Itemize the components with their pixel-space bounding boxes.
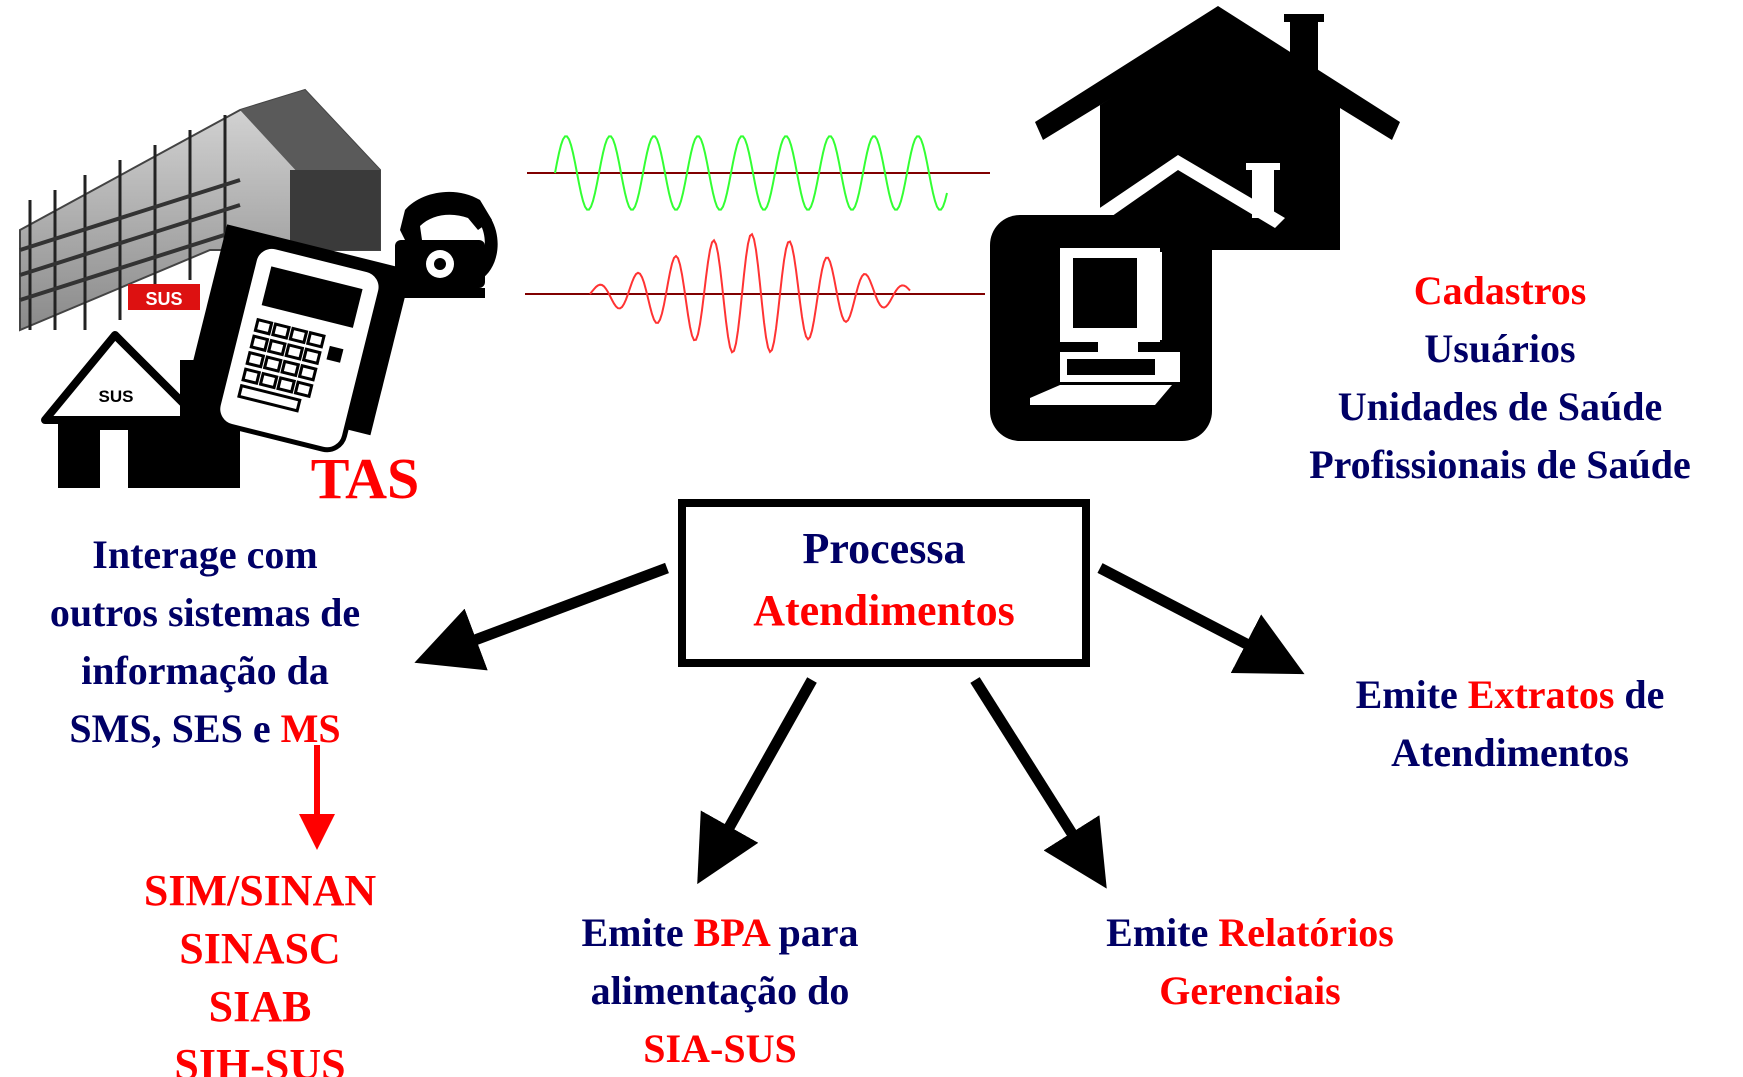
arrow-to-bpa xyxy=(697,677,817,885)
arrow-to-extratos xyxy=(1097,563,1305,675)
green-signal-wave xyxy=(554,135,948,211)
bpa-line-1: Emite BPA para xyxy=(581,910,859,955)
computer-icon xyxy=(990,215,1212,441)
handheld-terminal-icon xyxy=(186,224,412,453)
extratos-line-1: Emite Extratos de xyxy=(1355,672,1665,717)
cadastros-item: Unidades de Saúde xyxy=(1337,384,1663,429)
tas-label: TAS xyxy=(310,446,420,511)
system-item: SINASC xyxy=(179,924,341,973)
relatorios-line-2: Gerenciais xyxy=(1159,968,1341,1013)
cadastros-item: Usuários xyxy=(1424,326,1576,371)
interage-line-4: SMS, SES e MS xyxy=(69,706,341,751)
extratos-block: Emite Extratos de Atendimentos xyxy=(1300,666,1720,782)
telephone-icon xyxy=(395,191,498,298)
cadastros-item: Profissionais de Saúde xyxy=(1309,442,1691,487)
arrow-to-interage xyxy=(414,562,669,671)
flow-arrows xyxy=(414,562,1305,889)
process-box xyxy=(678,499,1090,667)
process-line-1: Processa xyxy=(802,524,966,573)
arrow-to-relatorios xyxy=(970,677,1107,889)
bpa-line-3: SIA-SUS xyxy=(643,1026,797,1071)
interage-block: Interage com outros sistemas de informaç… xyxy=(10,526,400,758)
hospital-sign-text: SUS xyxy=(145,289,182,309)
process-line-2: Atendimentos xyxy=(753,586,1015,635)
system-item: SIM/SINAN xyxy=(143,866,377,915)
bpa-line-2: alimentação do xyxy=(590,968,850,1013)
hospital-building-icon xyxy=(19,88,381,332)
system-item: SIAB xyxy=(208,982,312,1031)
house-icon xyxy=(1035,6,1400,250)
interage-line-1: Interage com xyxy=(92,532,318,577)
relatorios-line-1: Emite Relatórios xyxy=(1106,910,1394,955)
bpa-block: Emite BPA para alimentação do SIA-SUS xyxy=(520,904,920,1077)
cadastros-title: Cadastros xyxy=(1413,268,1587,313)
interage-line-3: informação da xyxy=(81,648,329,693)
signal-waves xyxy=(525,135,990,354)
extratos-line-2: Atendimentos xyxy=(1391,730,1629,775)
ms-highlight: MS xyxy=(280,706,341,751)
interage-line-2: outros sistemas de xyxy=(49,590,361,635)
process-box-text: Processa Atendimentos xyxy=(686,518,1082,642)
systems-list: SIM/SINAN SINASC SIAB SIH-SUS xyxy=(110,862,410,1077)
red-signal-wave xyxy=(589,232,911,354)
health-post-sign-text: SUS xyxy=(99,387,134,406)
system-item: SIH-SUS xyxy=(174,1040,346,1077)
cadastros-block: Cadastros Usuários Unidades de Saúde Pro… xyxy=(1260,262,1740,494)
relatorios-block: Emite Relatórios Gerenciais xyxy=(1050,904,1450,1020)
